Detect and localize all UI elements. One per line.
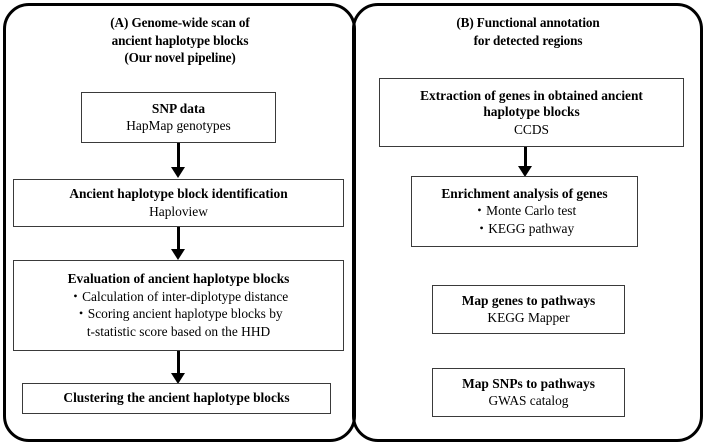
box-enrichment-heading: Enrichment analysis of genes bbox=[441, 185, 608, 201]
box-evaluation-bullet-2-continued: t-statistic score based on the HHD bbox=[86, 323, 271, 339]
box-evaluation-heading: Evaluation of ancient haplotype blocks bbox=[67, 271, 290, 286]
box-map-snps-sub: GWAS catalog bbox=[488, 393, 569, 409]
arrow-identification-to-evaluation bbox=[164, 227, 192, 260]
box-enrichment-bullet-1: ・Monte Carlo test bbox=[472, 203, 577, 219]
box-extraction-heading-line2: haplotype blocks bbox=[483, 104, 580, 119]
box-enrichment-analysis-of-genes[interactable]: Enrichment analysis of genes ・Monte Carl… bbox=[411, 176, 638, 247]
box-enrichment-bullet-2: ・KEGG pathway bbox=[474, 220, 575, 236]
panel-a-title-line3: (Our novel pipeline) bbox=[124, 50, 236, 65]
arrow-evaluation-to-clustering bbox=[164, 351, 192, 384]
panel-a-title: (A) Genome-wide scan of ancient haplotyp… bbox=[30, 14, 330, 67]
panel-b-title-line1: (B) Functional annotation bbox=[456, 15, 600, 30]
box-map-genes-heading: Map genes to pathways bbox=[461, 292, 596, 308]
panel-a-title-line1: (A) Genome-wide scan of bbox=[110, 15, 250, 30]
box-identification-heading: Ancient haplotype block identification bbox=[69, 186, 288, 202]
arrow-extraction-to-enrichment bbox=[511, 147, 539, 177]
box-evaluation-bullet-2: ・Scoring ancient haplotype blocks by bbox=[74, 306, 283, 321]
panel-b-title-line2: for detected regions bbox=[473, 32, 583, 48]
box-clustering-heading: Clustering the ancient haplotype blocks bbox=[63, 390, 290, 406]
box-snp-data-sub: HapMap genotypes bbox=[126, 118, 231, 134]
box-extraction-sub: CCDS bbox=[514, 121, 549, 137]
arrow-snp-to-identification bbox=[164, 143, 192, 178]
box-evaluation-bullet-1: ・Calculation of inter-diplotype distance bbox=[68, 288, 289, 304]
box-clustering-the-ancient-haplotype-blocks[interactable]: Clustering the ancient haplotype blocks bbox=[22, 383, 331, 414]
box-ancient-haplotype-block-identification[interactable]: Ancient haplotype block identification H… bbox=[13, 179, 344, 227]
box-map-snps-heading: Map SNPs to pathways bbox=[462, 375, 595, 391]
box-identification-sub: Haploview bbox=[149, 203, 208, 219]
box-extraction-heading-line1: Extraction of genes in obtained ancient bbox=[420, 87, 643, 103]
panel-b-title: (B) Functional annotation for detected r… bbox=[380, 14, 676, 49]
box-map-genes-to-pathways[interactable]: Map genes to pathways KEGG Mapper bbox=[432, 285, 625, 334]
panel-a-title-line2: ancient haplotype blocks bbox=[111, 32, 249, 48]
box-snp-data-heading: SNP data bbox=[151, 100, 206, 116]
box-evaluation-of-ancient-haplotype-blocks[interactable]: Evaluation of ancient haplotype blocks ・… bbox=[13, 260, 344, 351]
box-snp-data[interactable]: SNP data HapMap genotypes bbox=[81, 92, 276, 143]
panel-b-container bbox=[352, 3, 703, 442]
box-map-snps-to-pathways[interactable]: Map SNPs to pathways GWAS catalog bbox=[432, 368, 625, 417]
box-extraction-of-genes[interactable]: Extraction of genes in obtained ancient … bbox=[379, 78, 684, 147]
box-map-genes-sub: KEGG Mapper bbox=[487, 310, 570, 326]
